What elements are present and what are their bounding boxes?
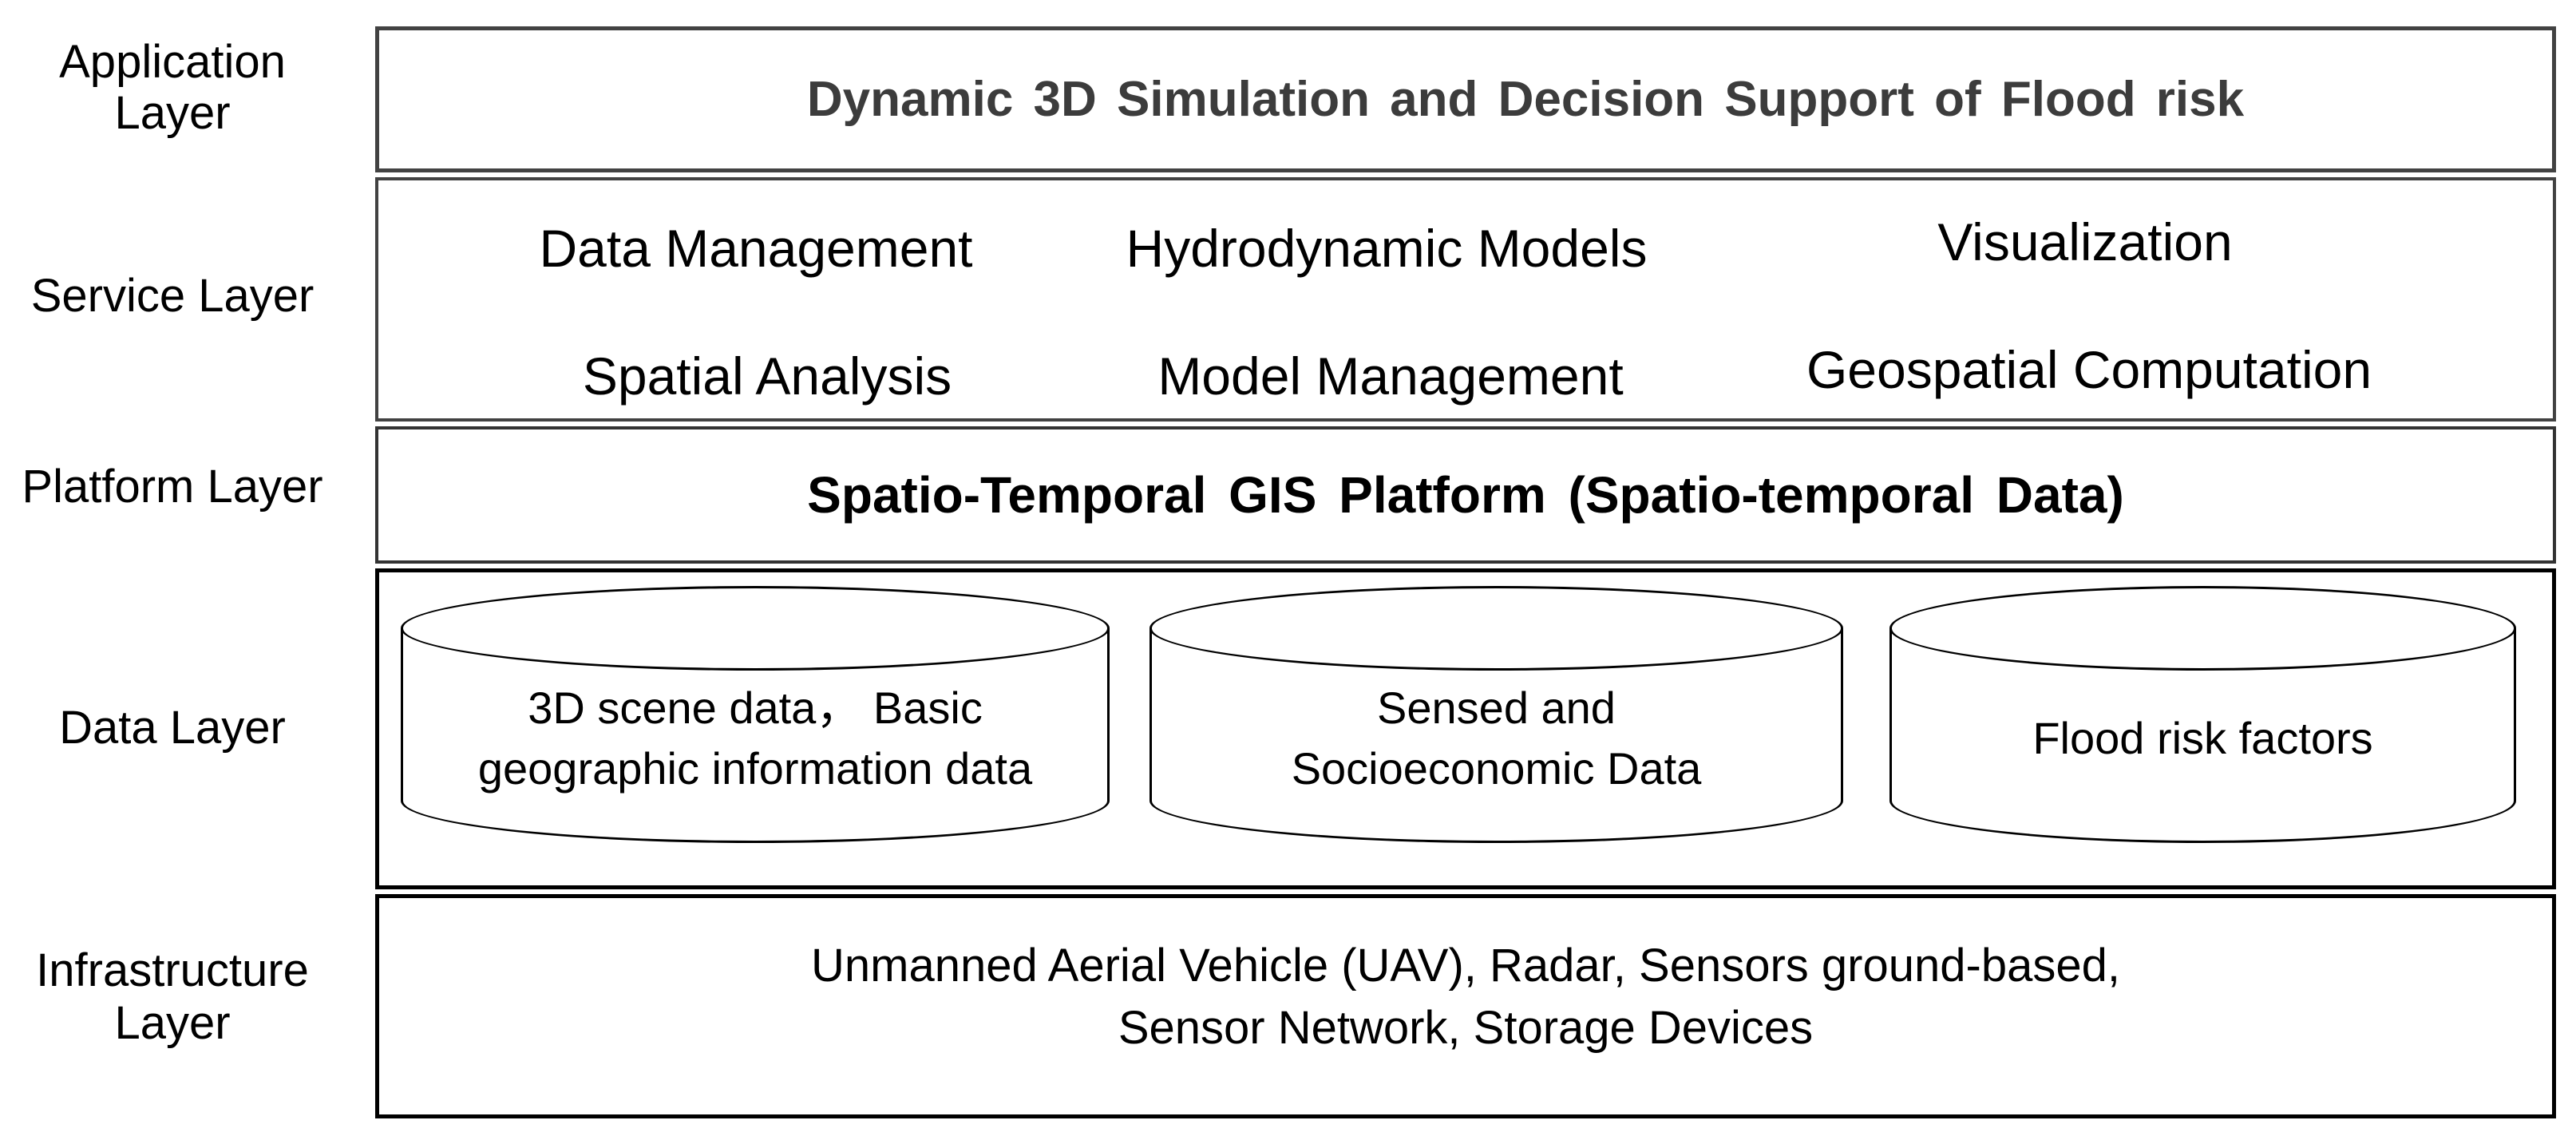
infrastructure-layer-label: Infrastructure Layer (0, 944, 345, 1050)
cylinder-3d-scene-data-line1: 3D scene data， Basic (528, 683, 983, 733)
application-layer-box: Dynamic 3D Simulation and Decision Suppo… (375, 26, 2556, 172)
service-item-geospatial-computation: Geospatial Computation (1806, 340, 2372, 399)
service-item-visualization: Visualization (1937, 212, 2233, 271)
cylinder-sensed-socioeconomic-line1: Sensed and (1377, 683, 1616, 733)
cylinder-flood-risk-factors-text: Flood risk factors (1901, 666, 2504, 811)
service-item-model-management: Model Management (1157, 346, 1624, 406)
platform-layer-box: Spatio-Temporal GIS Platform (Spatio-tem… (375, 426, 2556, 564)
data-layer-label-line1: Data Layer (59, 702, 286, 754)
cylinder-flood-risk-factors-line1: Flood risk factors (2032, 713, 2373, 763)
service-item-hydrodynamic-models: Hydrodynamic Models (1126, 219, 1648, 278)
application-layer-label-line2: Layer (114, 87, 231, 139)
cylinder-3d-scene-data-line2: geographic information data (477, 743, 1033, 794)
infrastructure-layer-label-line2: Layer (114, 997, 231, 1049)
infrastructure-text-line1: Unmanned Aerial Vehicle (UAV), Radar, Se… (811, 939, 2120, 992)
cylinder-top-ellipse-icon (401, 586, 1110, 671)
platform-title: Spatio-Temporal GIS Platform (Spatio-tem… (807, 466, 2124, 524)
application-layer-label-line1: Application (59, 36, 286, 88)
cylinder-top-ellipse-icon (1150, 586, 1843, 671)
service-item-spatial-analysis: Spatial Analysis (582, 346, 952, 406)
cylinder-sensed-socioeconomic-line2: Socioeconomic Data (1291, 743, 1702, 794)
service-item-data-management: Data Management (539, 219, 973, 278)
application-title: Dynamic 3D Simulation and Decision Suppo… (806, 72, 2245, 127)
service-layer-label-line1: Service Layer (30, 270, 315, 322)
application-layer-label: Application Layer (0, 37, 345, 139)
cylinder-sensed-socioeconomic-text: Sensed and Socioeconomic Data (1161, 666, 1831, 811)
platform-layer-label: Platform Layer (0, 461, 345, 513)
infrastructure-layer-box: Unmanned Aerial Vehicle (UAV), Radar, Se… (375, 894, 2556, 1118)
service-layer-label: Service Layer (0, 271, 345, 322)
database-cylinder-sensed-socioeconomic: Sensed and Socioeconomic Data (1150, 586, 1843, 843)
database-cylinder-3d-scene-data: 3D scene data， Basic geographic informat… (401, 586, 1110, 843)
cylinder-top-ellipse-icon (1889, 586, 2516, 671)
data-layer-label: Data Layer (0, 703, 345, 754)
platform-layer-label-line1: Platform Layer (22, 461, 323, 513)
service-layer-box (375, 177, 2556, 422)
cylinder-3d-scene-data-text: 3D scene data， Basic geographic informat… (413, 666, 1098, 811)
infrastructure-text-line2: Sensor Network, Storage Devices (1118, 1001, 1814, 1054)
database-cylinder-flood-risk-factors: Flood risk factors (1889, 586, 2516, 843)
infrastructure-layer-label-line1: Infrastructure (36, 944, 309, 996)
